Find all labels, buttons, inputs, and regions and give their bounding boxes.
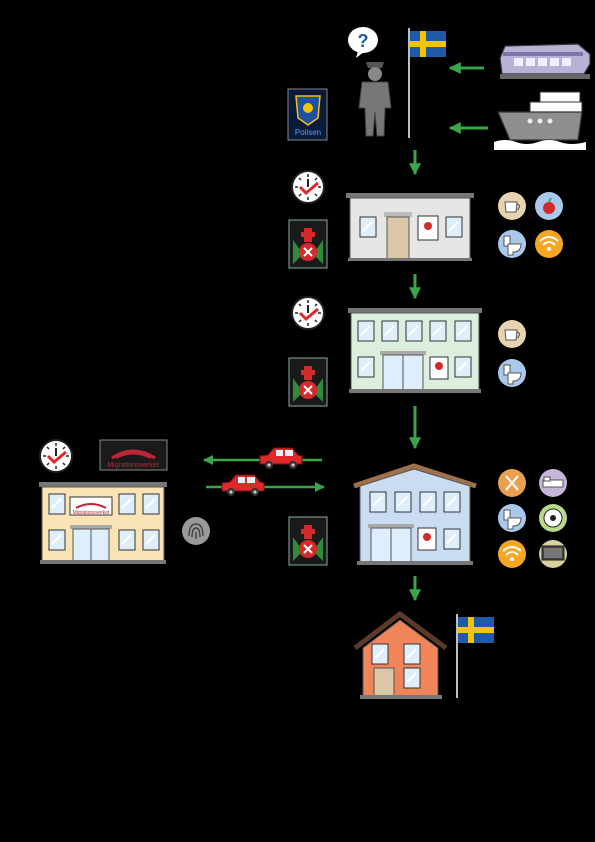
migration-sign-label: Migrationsverket: [107, 462, 158, 469]
football-icon: [539, 504, 567, 532]
reception-building-grey: [346, 193, 474, 261]
car-icon: [259, 447, 303, 470]
coffee-icon: [498, 320, 526, 348]
wifi-icon: [535, 230, 563, 258]
police-badge-label: Polisen: [295, 128, 321, 137]
migration-office-building: Migrationsverket: [39, 482, 167, 564]
train-icon: [499, 43, 591, 79]
toilet-icon: [498, 504, 526, 532]
clock-icon: [290, 295, 326, 331]
migration-logo-icon: Migrationsverket: [99, 439, 168, 471]
red-cross-icon: [288, 357, 328, 407]
toilet-icon: [498, 230, 526, 258]
police-badge-icon: Polisen: [287, 88, 328, 141]
clock-icon: [38, 438, 74, 474]
bed-icon: [539, 469, 567, 497]
house-icon: [353, 610, 448, 699]
car-icon: [221, 474, 265, 497]
question-bubble-icon: ?: [348, 27, 378, 58]
fingerprint-icon: [182, 517, 210, 545]
apple-icon: [535, 192, 563, 220]
toilet-icon: [498, 359, 526, 387]
migration-building-sign-label: Migrationsverket: [73, 510, 110, 516]
coffee-icon: [498, 192, 526, 220]
transit-building-green: [348, 308, 482, 393]
wifi-icon: [498, 540, 526, 568]
red-cross-icon: [288, 219, 328, 269]
red-cross-icon: [288, 516, 328, 566]
ship-icon: [494, 91, 586, 150]
question-mark: ?: [358, 31, 369, 51]
swedish-flag-icon: [458, 617, 494, 643]
swedish-flag-icon: [410, 31, 446, 57]
cutlery-icon: [498, 469, 526, 497]
police-officer-icon: [358, 62, 392, 137]
accommodation-building-blue: [353, 463, 477, 565]
clock-icon: [290, 169, 326, 205]
tv-icon: [539, 540, 567, 568]
